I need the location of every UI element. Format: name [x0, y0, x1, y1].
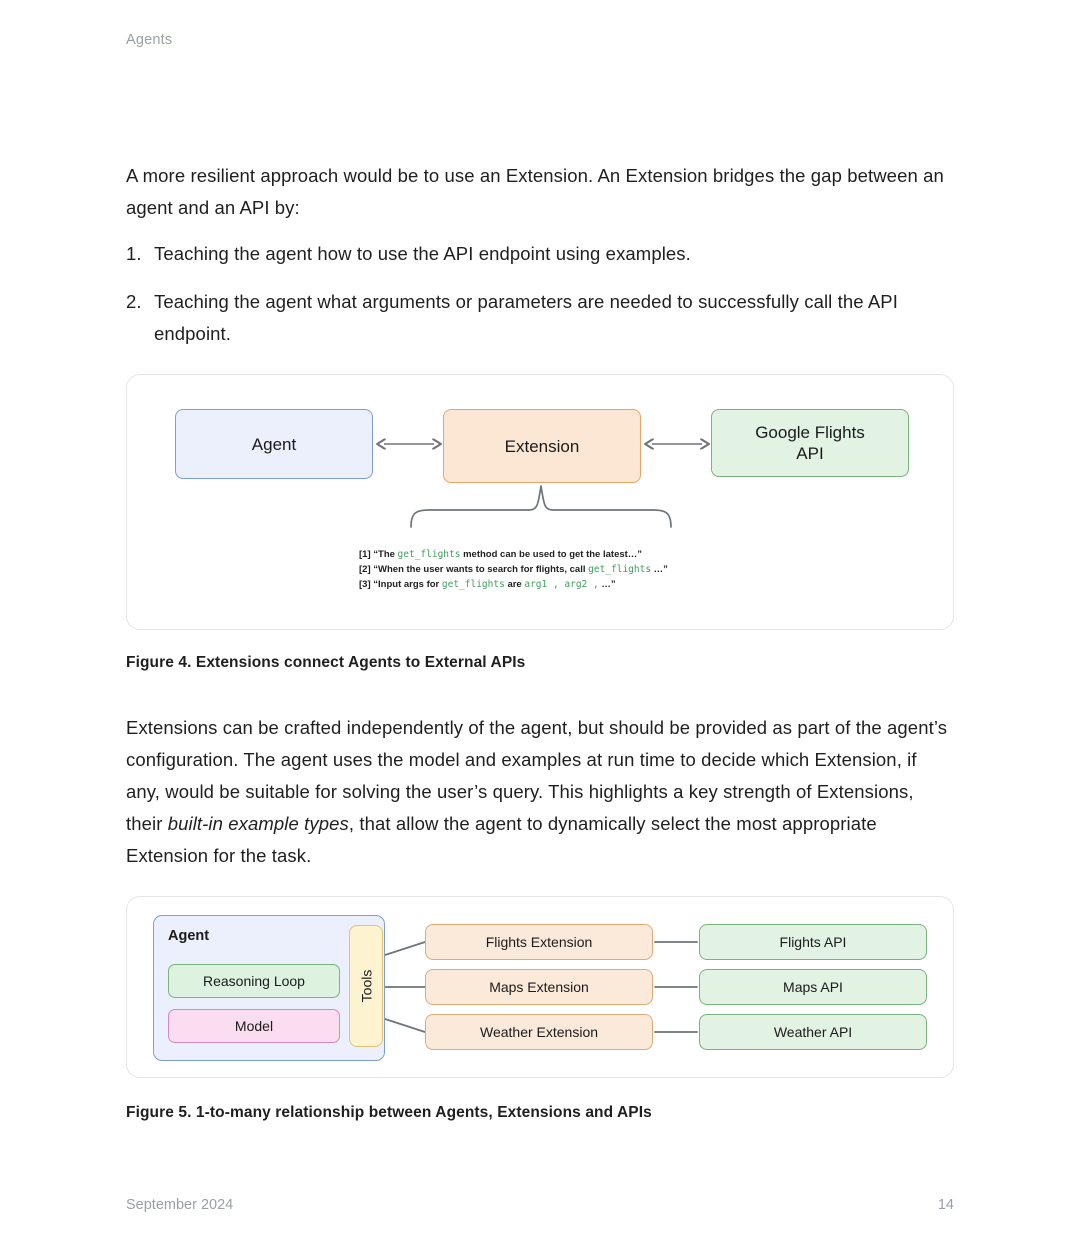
figure5-extension-maps: Maps Extension [425, 969, 653, 1005]
example-pre: “When the user wants to search for fligh… [373, 564, 589, 575]
example-line-2: [2] “When the user wants to search for f… [359, 562, 779, 577]
figure5-reasoning-loop-box: Reasoning Loop [168, 964, 340, 998]
example-code: get_flights [588, 564, 652, 575]
footer-page-number: 14 [937, 1197, 954, 1213]
figure4-arrow-agent-extension [375, 432, 443, 456]
list-item-text: Teaching the agent how to use the API en… [154, 243, 691, 264]
figure4-extension-box: Extension [443, 409, 641, 483]
double-arrow-icon [375, 434, 443, 454]
numbered-list: 1. Teaching the agent how to use the API… [126, 238, 954, 350]
figure5-tools-box: Tools [349, 925, 383, 1047]
figure-4-card: Agent Extension Go [126, 374, 954, 630]
example-line-3: [3] “Input args for get_flights are arg1… [359, 577, 779, 592]
figure4-api-box: Google Flights API [711, 409, 909, 477]
curly-brace-icon [410, 485, 672, 528]
paragraph-part-1: Extensions can be crafted independently … [126, 717, 948, 834]
example-code: get_flights [441, 579, 505, 590]
example-index: [1] [359, 549, 371, 560]
document-content: A more resilient approach would be to us… [126, 160, 954, 366]
example-mid: are [504, 579, 525, 590]
list-item-number: 2. [126, 291, 142, 312]
figure-4-caption: Figure 4. Extensions connect Agents to E… [126, 654, 526, 671]
figure-5-caption: Figure 5. 1-to-many relationship between… [126, 1104, 652, 1121]
example-mid: …” [651, 564, 668, 575]
figure5-tools-label: Tools [358, 969, 374, 1003]
paragraph-extensions: Extensions can be crafted independently … [126, 712, 954, 872]
figure4-api-label-line2: API [796, 444, 824, 463]
example-index: [3] [359, 579, 371, 590]
figure5-agent-container: Agent Reasoning Loop Model [153, 915, 385, 1061]
figure4-agent-box: Agent [175, 409, 373, 479]
figure5-extension-weather: Weather Extension [425, 1014, 653, 1050]
example-pre: “Input args for [373, 579, 442, 590]
double-arrow-icon [643, 434, 711, 454]
example-post: …” [598, 579, 616, 590]
figure5-model-box: Model [168, 1009, 340, 1043]
list-item-number: 1. [126, 243, 142, 264]
figure5-agent-label: Agent [168, 928, 210, 944]
example-mid: method can be used to get the latest…” [460, 549, 643, 560]
figure5-api-maps: Maps API [699, 969, 927, 1005]
paragraph-intro: A more resilient approach would be to us… [126, 165, 944, 218]
figure4-brace [407, 483, 675, 528]
figure5-extension-flights: Flights Extension [425, 924, 653, 960]
paragraph-italic-phrase: built-in example types [167, 813, 349, 834]
example-line-1: [1] “The get_flights method can be used … [359, 547, 779, 562]
figure5-api-flights: Flights API [699, 924, 927, 960]
example-code-args: arg1 , arg2 , [524, 579, 599, 590]
footer-date: September 2024 [126, 1197, 234, 1213]
example-code: get_flights [397, 549, 461, 560]
list-item-text: Teaching the agent what arguments or par… [154, 291, 898, 344]
figure4-api-label-line1: Google Flights [755, 423, 865, 442]
figure5-api-weather: Weather API [699, 1014, 927, 1050]
paragraph-part-2: , that allow the agent to dynamically se… [126, 813, 877, 866]
example-pre: “The [373, 549, 398, 560]
list-item: 2. Teaching the agent what arguments or … [126, 286, 954, 350]
running-header: Agents [126, 32, 173, 48]
figure4-arrow-extension-api [643, 432, 711, 456]
example-index: [2] [359, 564, 371, 575]
list-item: 1. Teaching the agent how to use the API… [126, 238, 954, 270]
figure4-examples: [1] “The get_flights method can be used … [359, 547, 779, 592]
figure-5-card: Agent Reasoning Loop Model Tools Flights… [126, 896, 954, 1078]
